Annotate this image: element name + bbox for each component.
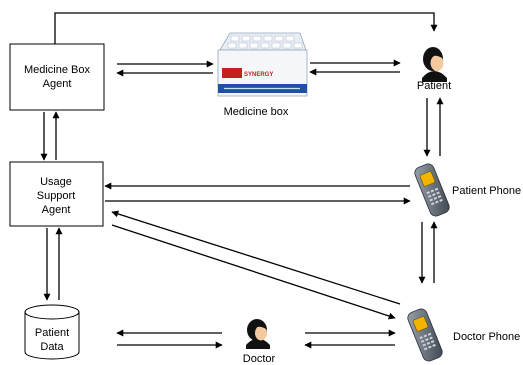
arrow-mba-to-patient-top [54, 12, 438, 44]
doctor-phone-label: Doctor Phone [453, 331, 520, 343]
patient-data-label-line2: Data [40, 341, 64, 353]
patient-phone-label: Patient Phone [452, 185, 521, 197]
connectors [40, 12, 444, 349]
arrow-usa-to-dphone [111, 224, 396, 320]
usage-support-agent-label-line1: Usage [40, 176, 72, 188]
patient-data-label-line1: Patient [35, 327, 69, 339]
medicine-box-label: Medicine box [224, 106, 289, 118]
doctor-phone-node: Doctor Phone [407, 308, 520, 362]
patient-node: Patient [417, 47, 451, 92]
doctor-label: Doctor [243, 353, 276, 365]
person-head-icon [422, 47, 447, 82]
doctor-node: Doctor [243, 319, 276, 365]
usage-support-agent-label-line3: Agent [42, 204, 71, 216]
medicine-box-image: SYNERGY [217, 32, 308, 97]
patient-phone-node: Patient Phone [414, 163, 521, 217]
medicine-box-brand-text: SYNERGY [244, 72, 273, 78]
person-head-icon [246, 319, 270, 349]
mobile-phone-icon [407, 308, 443, 362]
patient-label: Patient [417, 80, 451, 92]
medicine-box-agent-label-line2: Agent [43, 78, 72, 90]
arrow-dphone-to-usa [111, 210, 401, 305]
patient-data-node: Patient Data [24, 304, 80, 360]
medicine-box-agent-node: Medicine Box Agent [9, 43, 105, 111]
mobile-phone-icon [414, 163, 450, 217]
medicine-box-node: SYNERGY Medicine box [217, 32, 308, 118]
database-cylinder-icon [24, 304, 80, 360]
usage-support-agent-node: Usage Support Agent [9, 161, 104, 227]
medicine-box-agent-label-line1: Medicine Box [24, 64, 91, 76]
usage-support-agent-label-line2: Support [37, 190, 76, 202]
